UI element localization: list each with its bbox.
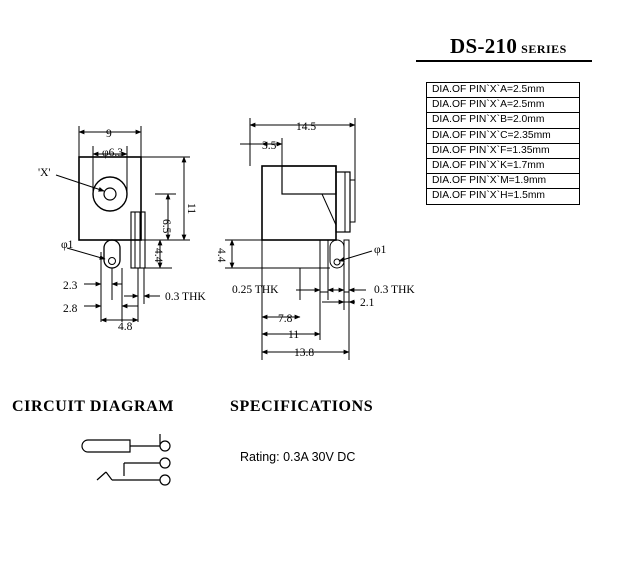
side-pos-c-label: 2.1 bbox=[360, 297, 375, 309]
pin-diameter-row: DIA.OF PIN`X`C=2.35mm bbox=[427, 127, 579, 143]
side-top-block bbox=[281, 165, 337, 195]
front-pin-length-label: 4.4 bbox=[152, 248, 164, 263]
front-view bbox=[55, 126, 190, 323]
circuit-terminal-2 bbox=[159, 457, 171, 469]
circuit-terminal-1 bbox=[159, 440, 171, 452]
front-center-height-label: 6.5 bbox=[160, 219, 172, 234]
front-offset-b-label: 2.8 bbox=[63, 303, 78, 315]
pin-diameter-row: DIA.OF PIN`X`M=1.9mm bbox=[427, 173, 579, 188]
pin-diameter-row: DIA.OF PIN`X`A=2.5mm bbox=[432, 84, 545, 95]
side-lead-hole bbox=[333, 258, 341, 266]
circuit-terminal-3 bbox=[159, 474, 171, 486]
pin-diameter-row: DIA.OF PIN`X`F=1.35mm bbox=[427, 142, 579, 158]
circuit-pin-symbol bbox=[81, 439, 131, 453]
pin-diameter-row: DIA.OF PIN`X`A=2.5mm bbox=[427, 97, 579, 112]
side-body bbox=[261, 165, 337, 241]
specifications-heading: SPECIFICATIONS bbox=[230, 398, 374, 415]
pin-diameter-row: DIA.OF PIN`X`K=1.7mm bbox=[427, 157, 579, 173]
front-lead-left bbox=[103, 239, 121, 269]
front-width-label: 9 bbox=[106, 128, 112, 140]
side-thk-right-label: 0.3 THK bbox=[374, 284, 415, 296]
side-lead-2 bbox=[329, 239, 345, 269]
front-pin bbox=[103, 187, 117, 201]
pin-diameter-row: DIA.OF PIN`X`B=2.0mm bbox=[427, 112, 579, 127]
front-height-label: 11 bbox=[185, 203, 197, 214]
side-thk-left-label: 0.25 THK bbox=[232, 284, 279, 296]
front-hole bbox=[92, 176, 128, 212]
side-pos-b-label: 11 bbox=[288, 329, 299, 341]
front-hole-label: φ6.3 bbox=[102, 147, 123, 159]
circuit-diagram bbox=[81, 434, 171, 486]
circuit-diagram-heading: CIRCUIT DIAGRAM bbox=[12, 398, 175, 415]
front-lead-hole bbox=[108, 257, 116, 265]
series-title-sub: SERIES bbox=[521, 42, 567, 56]
side-front-len-label: 3.5 bbox=[262, 140, 277, 152]
front-pin-dia-label: φ1 bbox=[61, 239, 74, 251]
front-offset-a-label: 2.3 bbox=[63, 280, 78, 292]
side-tip bbox=[349, 179, 356, 223]
side-lead-3 bbox=[343, 239, 350, 293]
side-overall-label: 13.8 bbox=[294, 347, 314, 359]
side-pin-length-label: 4.4 bbox=[215, 248, 227, 263]
side-lead-1 bbox=[319, 239, 329, 293]
front-body bbox=[78, 156, 142, 241]
pin-diameter-row: DIA.OF PIN`X`H=1.5mm bbox=[427, 188, 579, 203]
pin-x-label: 'X' bbox=[38, 167, 50, 179]
front-spacing-label: 4.8 bbox=[118, 321, 133, 333]
side-front-flange bbox=[335, 171, 351, 233]
front-thickness-label: 0.3 THK bbox=[165, 291, 206, 303]
side-pin-dia-label: φ1 bbox=[374, 244, 387, 256]
side-view bbox=[225, 118, 373, 360]
side-length-label: 14.5 bbox=[296, 121, 316, 133]
rating-text: Rating: 0.3A 30V DC bbox=[240, 450, 356, 464]
side-pos-a-label: 7.8 bbox=[278, 313, 293, 325]
